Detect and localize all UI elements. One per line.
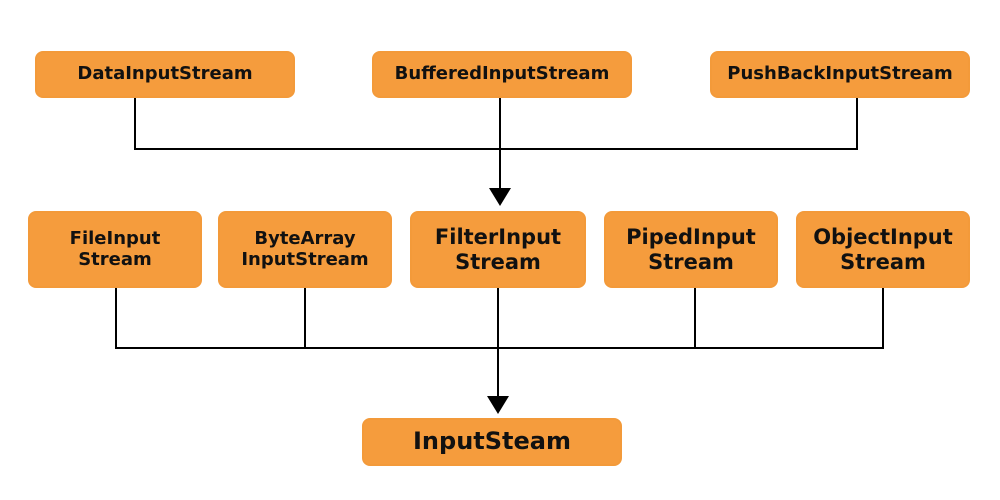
connector-line (856, 98, 858, 149)
connector-line (499, 148, 501, 190)
connector-line (115, 347, 884, 349)
connector-line (499, 98, 501, 149)
connector-line (497, 288, 499, 348)
down-arrow-icon (487, 396, 509, 414)
down-arrow-icon (489, 188, 511, 206)
connector-line (882, 288, 884, 348)
object-input-stream-label: ObjectInput Stream (813, 225, 953, 274)
pushback-input-stream-node: PushBackInputStream (710, 51, 970, 98)
input-steam-label: InputSteam (413, 427, 571, 456)
input-steam-node: InputSteam (362, 418, 622, 466)
buffered-input-stream-label: BufferedInputStream (394, 63, 610, 85)
connector-line (694, 288, 696, 348)
byte-array-input-stream-node: ByteArray InputStream (218, 211, 392, 288)
buffered-input-stream-node: BufferedInputStream (372, 51, 632, 98)
data-input-stream-node: DataInputStream (35, 51, 295, 98)
file-input-stream-label: FileInput Stream (69, 227, 161, 270)
piped-input-stream-node: PipedInput Stream (604, 211, 778, 288)
piped-input-stream-label: PipedInput Stream (626, 225, 756, 274)
filter-input-stream-label: FilterInput Stream (434, 225, 562, 274)
object-input-stream-node: ObjectInput Stream (796, 211, 970, 288)
byte-array-input-stream-label: ByteArray InputStream (241, 227, 369, 270)
pushback-input-stream-label: PushBackInputStream (727, 63, 953, 85)
connector-line (304, 288, 306, 348)
connector-line (134, 148, 858, 150)
data-input-stream-label: DataInputStream (77, 63, 253, 85)
connector-line (115, 288, 117, 348)
connector-line (134, 98, 136, 149)
file-input-stream-node: FileInput Stream (28, 211, 202, 288)
connector-line (497, 347, 499, 396)
filter-input-stream-node: FilterInput Stream (410, 211, 586, 288)
